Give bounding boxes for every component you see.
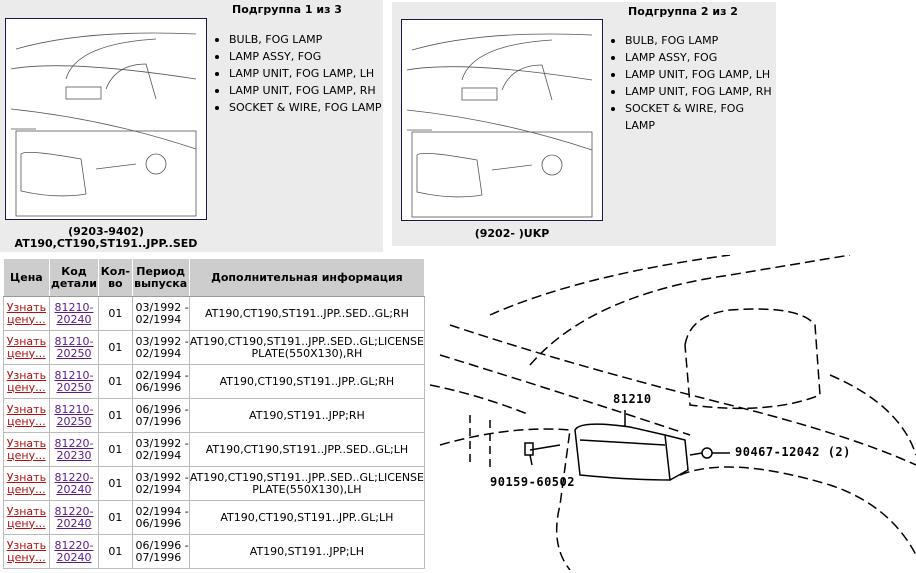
col-code: Код детали — [48, 258, 100, 297]
qty-cell: 01 — [98, 330, 133, 365]
qty-cell: 01 — [98, 500, 133, 535]
subgroup-1-item[interactable]: LAMP UNIT, FOG LAMP, RH — [213, 82, 382, 99]
info-cell: AT190,CT190,ST191..JPP..GL;LH — [188, 500, 426, 535]
diagram-label-bolt[interactable]: 90159-60502 — [490, 475, 575, 489]
subgroup-1-title: Подгруппа 1 из 3 — [232, 3, 342, 16]
subgroup-panel-2: Подгруппа 2 из 2 BULB, FOG LAMP LAMP ASS… — [392, 2, 776, 246]
subgroup-2-title: Подгруппа 2 из 2 — [628, 5, 738, 18]
subgroup-2-item[interactable]: LAMP UNIT, FOG LAMP, LH — [609, 66, 776, 83]
info-cell: AT190,ST191..JPP;LH — [188, 534, 426, 569]
fog-lamp-illustration — [429, 254, 916, 571]
price-link[interactable]: Узнать цену... — [6, 436, 47, 462]
period-cell: 06/1996 - 07/1996 — [131, 534, 190, 569]
subgroup-panel-1: Подгруппа 1 из 3 BULB, FOG LAMP LAMP ASS… — [0, 0, 383, 252]
price-cell: Узнать цену... — [3, 432, 50, 467]
period-cell: 03/1992 - 02/1994 — [131, 466, 190, 501]
subgroup-2-item[interactable]: LAMP UNIT, FOG LAMP, RH — [609, 83, 776, 100]
qty-cell: 01 — [98, 534, 133, 569]
diagram-label-lamp[interactable]: 81210 — [613, 392, 652, 406]
subgroup-1-thumbnail[interactable] — [5, 18, 207, 220]
price-cell: Узнать цену... — [3, 466, 50, 501]
code-cell: 81210-20250 — [48, 398, 100, 433]
table-row: Узнать цену... 81210-20240 01 03/1992 - … — [3, 296, 426, 331]
price-link[interactable]: Узнать цену... — [6, 300, 47, 326]
table-row: Узнать цену... 81210-20250 01 06/1996 - … — [3, 398, 426, 433]
col-price: Цена — [3, 258, 50, 297]
part-code-link[interactable]: 81220-20240 — [54, 470, 94, 496]
subgroup-2-item[interactable]: BULB, FOG LAMP — [609, 32, 776, 49]
table-row: Узнать цену... 81220-20240 01 03/1992 - … — [3, 466, 426, 501]
table-row: Узнать цену... 81220-20240 01 02/1994 - … — [3, 500, 426, 535]
price-cell: Узнать цену... — [3, 296, 50, 331]
subgroup-2-list: BULB, FOG LAMP LAMP ASSY, FOG LAMP UNIT,… — [609, 32, 776, 132]
price-cell: Узнать цену... — [3, 398, 50, 433]
price-link[interactable]: Узнать цену... — [6, 334, 47, 360]
period-cell: 03/1992 - 02/1994 — [131, 330, 190, 365]
price-link[interactable]: Узнать цену... — [6, 538, 47, 564]
code-cell: 81220-20230 — [48, 432, 100, 467]
info-cell: AT190,CT190,ST191..JPP..SED..GL;LICENSE … — [188, 466, 426, 501]
parts-diagram: 81210 90467-12042 (2) 90159-60502 — [429, 254, 916, 571]
part-code-link[interactable]: 81210-20250 — [54, 402, 94, 428]
part-code-link[interactable]: 81220-20240 — [54, 504, 94, 530]
code-cell: 81220-20240 — [48, 466, 100, 501]
period-cell: 03/1992 - 02/1994 — [131, 296, 190, 331]
period-cell: 02/1994 - 06/1996 — [131, 500, 190, 535]
table-row: Узнать цену... 81210-20250 01 02/1994 - … — [3, 364, 426, 399]
subgroup-2-thumbnail[interactable] — [401, 19, 603, 221]
price-cell: Узнать цену... — [3, 500, 50, 535]
part-code-link[interactable]: 81220-20240 — [54, 538, 94, 564]
info-cell: AT190,CT190,ST191..JPP..GL;RH — [188, 364, 426, 399]
price-cell: Узнать цену... — [3, 364, 50, 399]
price-link[interactable]: Узнать цену... — [6, 368, 47, 394]
code-cell: 81220-20240 — [48, 500, 100, 535]
subgroup-1-list: BULB, FOG LAMP LAMP ASSY, FOG LAMP UNIT,… — [213, 31, 382, 116]
col-info: Дополнительная информация — [188, 258, 426, 297]
subgroup-1-item[interactable]: SOCKET & WIRE, FOG LAMP — [213, 99, 382, 116]
period-cell: 06/1996 - 07/1996 — [131, 398, 190, 433]
parts-table: Цена Код детали Кол-во Период выпуска До… — [3, 258, 426, 569]
code-cell: 81220-20240 — [48, 534, 100, 569]
qty-cell: 01 — [98, 466, 133, 501]
subgroup-2-item[interactable]: LAMP ASSY, FOG — [609, 49, 776, 66]
period-cell: 03/1992 - 02/1994 — [131, 432, 190, 467]
col-period: Период выпуска — [131, 258, 190, 297]
subgroup-1-item[interactable]: BULB, FOG LAMP — [213, 31, 382, 48]
part-code-link[interactable]: 81210-20250 — [54, 334, 94, 360]
period-cell: 02/1994 - 06/1996 — [131, 364, 190, 399]
price-cell: Узнать цену... — [3, 534, 50, 569]
subgroup-1-caption: (9203-9402) AT190,CT190,ST191..JPP..SED — [0, 226, 212, 250]
info-cell: AT190,CT190,ST191..JPP..SED..GL;RH — [188, 296, 426, 331]
qty-cell: 01 — [98, 364, 133, 399]
col-qty: Кол-во — [98, 258, 133, 297]
code-cell: 81210-20250 — [48, 364, 100, 399]
part-code-link[interactable]: 81210-20240 — [54, 300, 94, 326]
qty-cell: 01 — [98, 398, 133, 433]
subgroup-1-item[interactable]: LAMP ASSY, FOG — [213, 48, 382, 65]
qty-cell: 01 — [98, 432, 133, 467]
part-code-link[interactable]: 81220-20230 — [54, 436, 94, 462]
caption-models: AT190,CT190,ST191..JPP..SED — [14, 237, 198, 250]
subgroup-2-caption: (9202- )UKP — [474, 227, 550, 240]
subgroup-1-item[interactable]: LAMP UNIT, FOG LAMP, LH — [213, 65, 382, 82]
part-code-link[interactable]: 81210-20250 — [54, 368, 94, 394]
table-row: Узнать цену... 81220-20230 01 03/1992 - … — [3, 432, 426, 467]
info-cell: AT190,CT190,ST191..JPP..SED..GL;LH — [188, 432, 426, 467]
info-cell: AT190,CT190,ST191..JPP..SED..GL;LICENSE … — [188, 330, 426, 365]
price-cell: Узнать цену... — [3, 330, 50, 365]
code-cell: 81210-20240 — [48, 296, 100, 331]
price-link[interactable]: Узнать цену... — [6, 504, 47, 530]
price-link[interactable]: Узнать цену... — [6, 402, 47, 428]
qty-cell: 01 — [98, 296, 133, 331]
code-cell: 81210-20250 — [48, 330, 100, 365]
caption-period: (9203-9402) — [68, 225, 144, 238]
price-link[interactable]: Узнать цену... — [6, 470, 47, 496]
table-row: Узнать цену... 81210-20250 01 03/1992 - … — [3, 330, 426, 365]
diagram-label-nut[interactable]: 90467-12042 (2) — [735, 445, 851, 459]
info-cell: AT190,ST191..JPP;RH — [188, 398, 426, 433]
table-row: Узнать цену... 81220-20240 01 06/1996 - … — [3, 534, 426, 569]
subgroup-2-item[interactable]: SOCKET & WIRE, FOG LAMP — [609, 100, 776, 132]
